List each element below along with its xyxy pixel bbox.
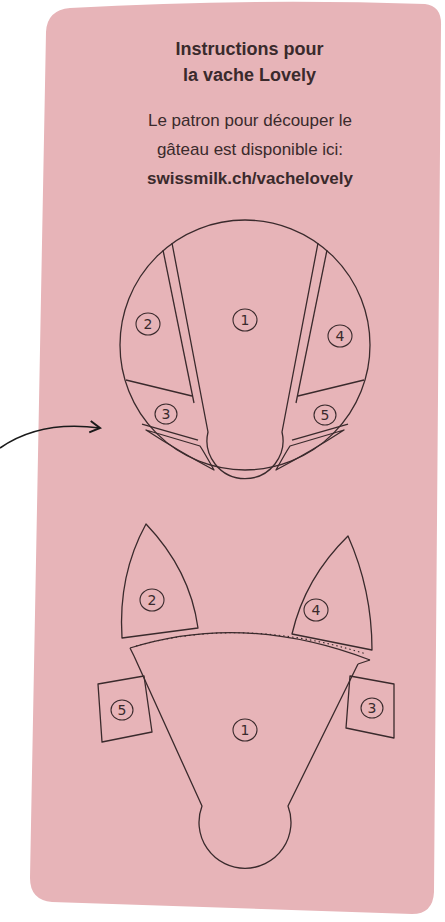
- callout-number: 4: [325, 326, 355, 346]
- callout-number: 3: [357, 698, 387, 718]
- card-title: Instructions pour la vache Lovely: [167, 36, 332, 88]
- cutting-plan: [120, 220, 370, 479]
- callout-number: 2: [133, 314, 163, 334]
- callout-number: 3: [151, 404, 181, 424]
- callout-number: 4: [301, 600, 331, 620]
- callout-number: 1: [230, 310, 260, 330]
- assembled-cow: [98, 524, 394, 868]
- link-text: swissmilk.ch/vachelovely: [120, 164, 380, 193]
- callout-number: 1: [230, 720, 260, 740]
- intro-text: Le patron pour découper le gâteau est di…: [130, 106, 370, 164]
- callout-number: 2: [137, 590, 167, 610]
- number-rings: [111, 309, 383, 741]
- callout-number: 5: [310, 405, 340, 425]
- pointer-arrow: [0, 426, 100, 448]
- card: [30, 2, 441, 914]
- callout-number: 5: [107, 700, 137, 720]
